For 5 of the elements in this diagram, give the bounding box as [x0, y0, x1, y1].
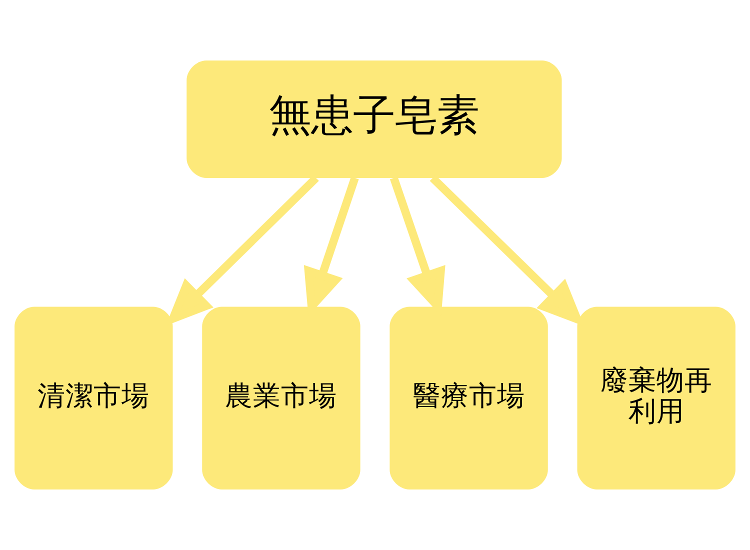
node-box: 無患子皂素 [186, 60, 562, 178]
node-box: 農業市場 [202, 306, 360, 490]
node-box: 廢棄物再利用 [577, 306, 736, 490]
node-box: 醫療市場 [390, 306, 548, 490]
node-box: 清潔市場 [14, 306, 173, 490]
